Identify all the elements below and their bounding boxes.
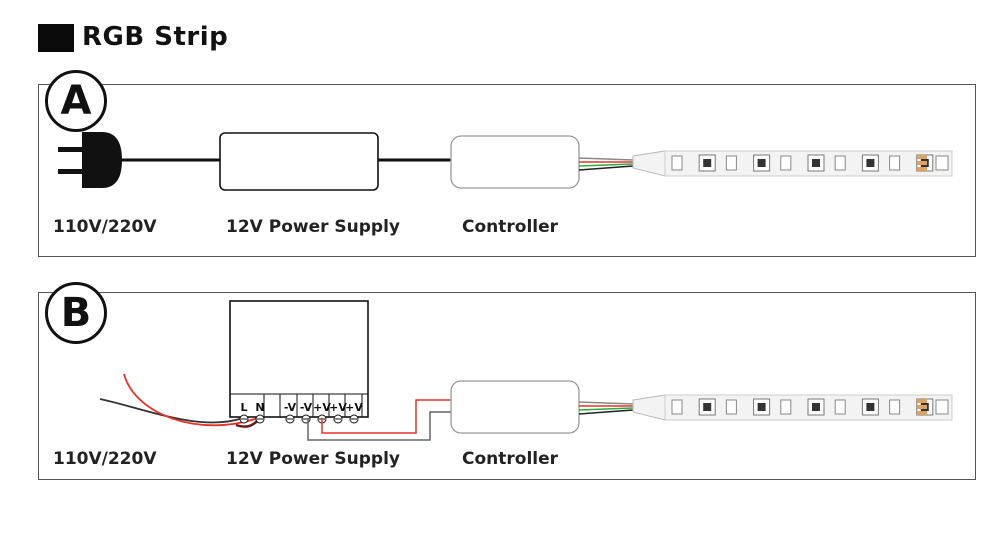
rgb-wires-a — [578, 157, 634, 171]
controller-label-a: Controller — [462, 217, 559, 237]
mains-label-a: 110V/220V — [53, 217, 157, 237]
led-chip-icon — [725, 399, 737, 415]
terminal-label: -V — [284, 401, 297, 414]
led-chip-icon — [807, 154, 825, 172]
plug-icon — [58, 132, 122, 188]
led-chip-icon — [861, 154, 879, 172]
power-supply-label-b: 12V Power Supply — [226, 449, 401, 469]
terminal-screw-icon — [349, 414, 359, 424]
led-chip-icon — [753, 154, 771, 172]
terminal-screw-icon — [239, 414, 249, 424]
page-title: RGB Strip — [82, 22, 229, 52]
controller-label-b: Controller — [462, 449, 559, 469]
led-chip-icon — [889, 399, 901, 415]
title-marker — [38, 24, 74, 52]
solder-pads-icon — [917, 155, 949, 171]
terminal-screw-icon — [301, 414, 311, 424]
led-chip-icon — [861, 398, 879, 416]
led-chip-icon — [753, 398, 771, 416]
terminal-label: +V — [329, 401, 347, 414]
mains-label-b: 110V/220V — [53, 449, 157, 469]
badge-b: B — [45, 282, 107, 344]
terminal-label: N — [255, 401, 264, 414]
terminal-screw-icon — [285, 414, 295, 424]
terminal-screw-icon — [255, 414, 265, 424]
rgb-wires-b — [578, 401, 634, 415]
led-chip-icon — [834, 155, 846, 171]
led-chip-icon — [780, 155, 792, 171]
terminal-label: L — [240, 401, 247, 414]
power-supply-label-a: 12V Power Supply — [226, 217, 401, 237]
solder-pads-icon — [917, 399, 949, 415]
led-chip-icon — [807, 398, 825, 416]
terminal-label: -V — [300, 401, 313, 414]
terminal-label: +V — [313, 401, 331, 414]
controller-box-b — [450, 380, 580, 434]
led-chip-icon — [671, 399, 683, 415]
power-supply-box-b — [229, 300, 369, 418]
led-chip-icon — [698, 398, 716, 416]
led-chip-icon — [889, 155, 901, 171]
power-supply-box-a — [219, 132, 379, 191]
badge-a: A — [45, 70, 107, 132]
led-chip-icon — [671, 155, 683, 171]
led-chip-icon — [780, 399, 792, 415]
led-chip-icon — [698, 154, 716, 172]
terminal-label: +V — [345, 401, 363, 414]
led-strip-b — [632, 394, 953, 421]
dc-wires-b — [307, 399, 451, 441]
led-strip-a — [632, 150, 953, 177]
controller-box-a — [450, 135, 580, 189]
led-chip-icon — [834, 399, 846, 415]
terminal-screw-icon — [333, 414, 343, 424]
led-chip-icon — [725, 155, 737, 171]
